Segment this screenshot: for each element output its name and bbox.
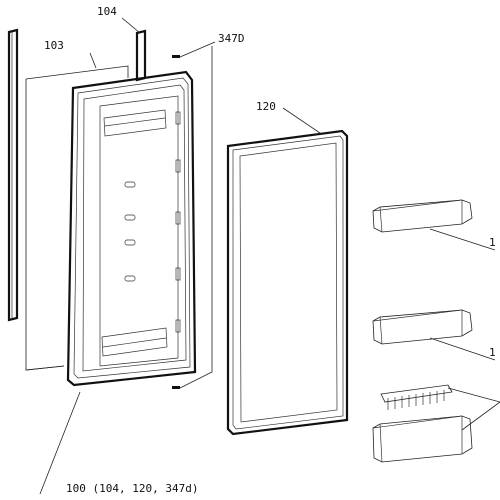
shelf-comb-divider [380, 384, 453, 410]
leader-shelf-bottom-a [447, 387, 500, 403]
leader-104 [121, 17, 141, 34]
shelf-top [372, 199, 473, 233]
door-gasket [226, 129, 349, 436]
leader-347d-bottom [179, 46, 213, 389]
screw-top [172, 55, 180, 58]
label-shelf-top: 1 [489, 236, 496, 249]
leader-shelf-bottom-b [461, 401, 500, 431]
shelf-bottom [372, 415, 473, 463]
label-120: 120 [256, 100, 276, 113]
leader-120 [282, 107, 321, 134]
leader-shelf-top [429, 228, 496, 251]
label-door-assembly: 100 (104, 120, 347d) [66, 482, 198, 495]
left-gasket-strip [7, 28, 19, 322]
screw-bottom [172, 386, 180, 389]
label-104: 104 [97, 5, 117, 18]
door-frame [66, 70, 197, 387]
leader-100 [39, 391, 81, 495]
label-103: 103 [44, 39, 64, 52]
leader-103 [89, 52, 97, 69]
shelf-middle [372, 309, 473, 345]
leader-shelf-mid [429, 337, 496, 361]
label-347d: 347D [218, 32, 245, 45]
inner-panel [25, 65, 129, 371]
label-shelf-mid: 1 [489, 346, 496, 359]
leader-347d-top [179, 41, 216, 58]
middle-gasket-strip [135, 29, 147, 82]
